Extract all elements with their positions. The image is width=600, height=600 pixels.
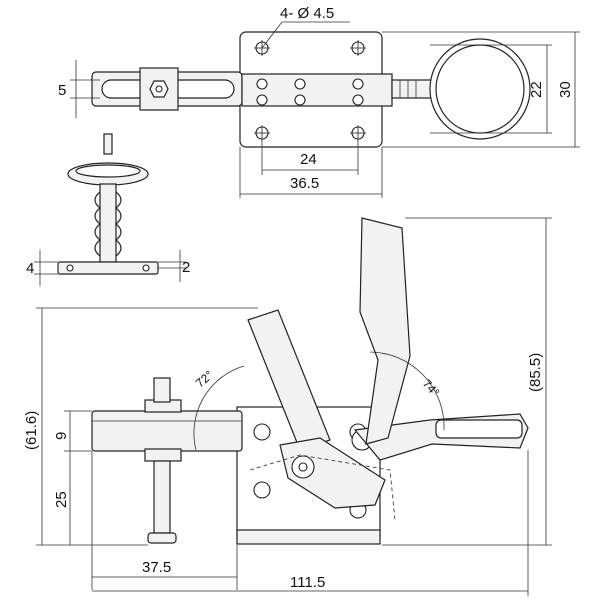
clamp-arm-open <box>247 309 331 451</box>
top-view: 4- Ø 4.5 5 24 36.5 22 30 <box>58 5 580 198</box>
dim-arm-thickness: 9 <box>53 432 70 440</box>
dim-pivot-height: 25 <box>53 491 70 508</box>
dim-handle-height: (85.5) <box>527 353 544 392</box>
dim-handle-inner: 22 <box>528 81 545 98</box>
dim-hole-spacing: 24 <box>300 151 317 168</box>
spindle-shaft <box>153 460 171 534</box>
angle-handle: 74° <box>420 377 443 400</box>
clamp-arm-side <box>91 410 243 452</box>
handle-open <box>359 217 411 445</box>
spindle-pad <box>147 532 177 544</box>
angle-arc-handle <box>369 351 445 431</box>
spindle-nut-lower <box>144 448 182 462</box>
dim-base-width: 36.5 <box>290 175 319 192</box>
dim-spindle-reach: 37.5 <box>142 559 171 576</box>
spindle-end <box>99 183 117 263</box>
dim-total-height: (61.6) <box>23 411 40 450</box>
spindle-tip-end <box>103 133 113 155</box>
angle-arc-open <box>193 365 245 451</box>
handle-stem-top <box>391 79 433 99</box>
dim-slot-width: 5 <box>58 82 66 99</box>
side-view: 72° 74° (61.6) 9 25 37.5 111.5 (85.5) <box>23 217 552 596</box>
mounting-holes-top <box>254 40 366 141</box>
dim-handle-outer: 30 <box>557 81 574 98</box>
handle-grip-top <box>429 38 531 140</box>
base-foot-side <box>236 529 381 545</box>
end-view: 4 2 <box>26 133 190 286</box>
hole-callout-leader <box>261 21 283 49</box>
dim-flange: 2 <box>182 259 190 276</box>
dim-total-length: 111.5 <box>290 574 325 591</box>
dim-base-thickness: 4 <box>26 260 34 277</box>
spindle-top <box>153 377 171 403</box>
hole-callout-text: 4- Ø 4.5 <box>280 5 334 22</box>
linkage-hidden <box>249 454 396 521</box>
angle-open: 72° <box>193 368 216 391</box>
linkage-bar <box>279 437 386 509</box>
